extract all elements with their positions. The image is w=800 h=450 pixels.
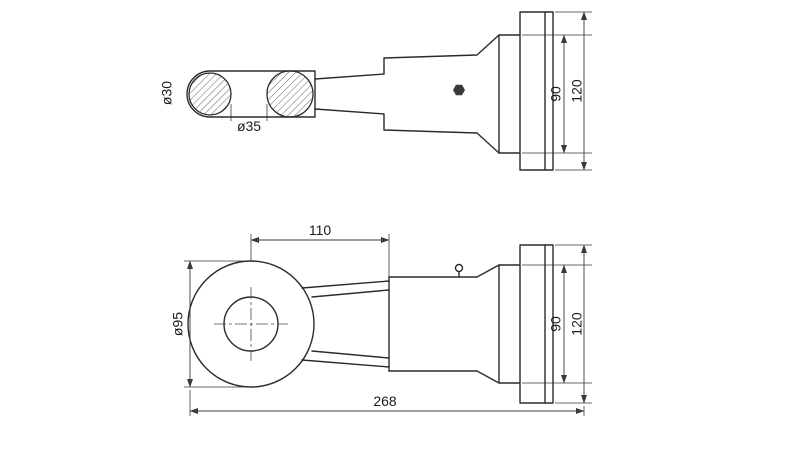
side-view: ø30 ø35 90 120 xyxy=(159,11,592,171)
dim-120-label-plan: 120 xyxy=(569,312,585,336)
dim-90-extensions-plan xyxy=(522,264,592,384)
dim-120-label-side: 120 xyxy=(569,79,585,103)
neck-bottom-inner-edge xyxy=(311,350,390,359)
plan-view: 110 ø95 90 120 268 xyxy=(170,222,592,416)
dim-268-label: 268 xyxy=(373,393,397,409)
dim-90-label-plan: 90 xyxy=(548,316,564,332)
dim-110-label: 110 xyxy=(309,222,332,238)
body-bottom-edge xyxy=(314,108,521,154)
dim-90-label-side: 90 xyxy=(548,86,564,102)
mounting-plate-plan xyxy=(519,244,554,404)
neck-top-outer-edge xyxy=(301,280,390,289)
neck-top-inner-edge xyxy=(311,289,390,298)
mid-body-top-edge xyxy=(388,264,521,278)
dim-ring-section-label: ø30 xyxy=(159,81,175,105)
neck-bottom-outer-edge xyxy=(301,359,390,368)
grease-nipple-hex-icon xyxy=(453,84,465,96)
dim-ring-hole-label: ø35 xyxy=(237,118,261,134)
dim-95-extensions xyxy=(184,260,251,388)
dim-ring-hole-extensions xyxy=(230,104,268,121)
ring-section-right xyxy=(266,70,314,118)
body-top-edge xyxy=(314,34,521,80)
dim-95-label: ø95 xyxy=(170,312,186,336)
dim-90-extensions-side xyxy=(522,34,592,154)
mounting-plate xyxy=(519,11,554,171)
grease-nipple-head-icon xyxy=(454,263,464,273)
mid-body-bottom-edge xyxy=(388,370,521,384)
ring-section-left xyxy=(188,72,232,116)
